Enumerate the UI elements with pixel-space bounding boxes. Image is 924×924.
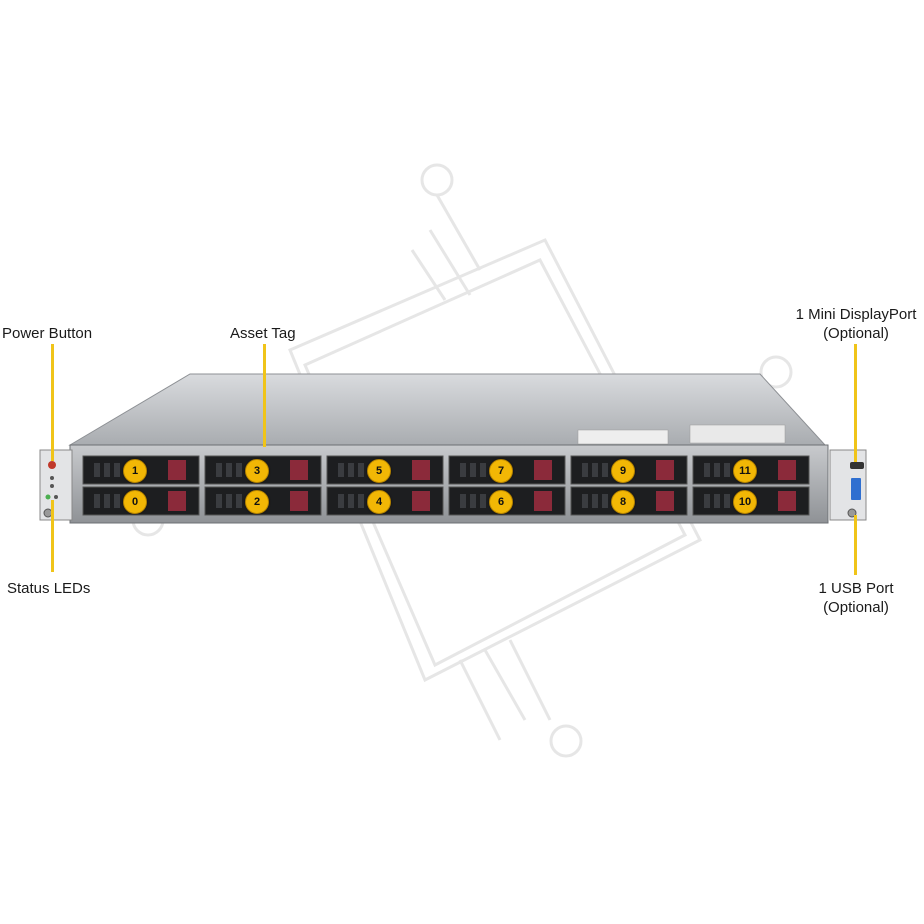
bay-number-badge: 8 (611, 490, 635, 514)
bay-number-badge: 7 (489, 459, 513, 483)
usb-port-label: 1 USB Port (Optional) (806, 579, 906, 617)
mini-displayport-line2: (Optional) (823, 325, 889, 342)
drive-latch (412, 460, 430, 480)
bay-number-badge: 1 (123, 459, 147, 483)
drive-latch (168, 460, 186, 480)
drive-latch (290, 460, 308, 480)
bay-number-badge: 6 (489, 490, 513, 514)
bay-number-badge: 9 (611, 459, 635, 483)
status-led (45, 494, 51, 500)
drive-latch (412, 491, 430, 511)
mini-displayport-label: 1 Mini DisplayPort (Optional) (789, 305, 923, 343)
drive-latch (778, 491, 796, 511)
usb-port-line1: 1 USB Port (818, 580, 894, 597)
bay-number-badge: 11 (733, 459, 757, 483)
mini-displayport (850, 462, 864, 469)
mini-dp-leader (854, 344, 857, 462)
power-button-label: Power Button (2, 325, 93, 342)
drive-latch (656, 460, 674, 480)
asset-tag-label: Asset Tag (230, 325, 296, 342)
bay-number-badge: 3 (245, 459, 269, 483)
drive-latch (656, 491, 674, 511)
drive-latch (534, 460, 552, 480)
usb-port-line2: (Optional) (823, 599, 889, 616)
status-leds-leader (51, 500, 54, 572)
drive-latch (290, 491, 308, 511)
power-button-leader (51, 344, 54, 461)
status-leds-label: Status LEDs (7, 580, 91, 597)
bay-number-badge: 5 (367, 459, 391, 483)
drive-latch (534, 491, 552, 511)
bay-number-badge: 0 (123, 490, 147, 514)
bay-number-badge: 4 (367, 490, 391, 514)
usb-port (851, 478, 861, 500)
drive-latch (168, 491, 186, 511)
mini-displayport-line1: 1 Mini DisplayPort (795, 306, 917, 323)
asset-tag-leader (263, 344, 266, 447)
bay-number-badge: 10 (733, 490, 757, 514)
bay-number-badge: 2 (245, 490, 269, 514)
power-button (48, 461, 56, 469)
usb-port-leader (854, 515, 857, 575)
drive-latch (778, 460, 796, 480)
